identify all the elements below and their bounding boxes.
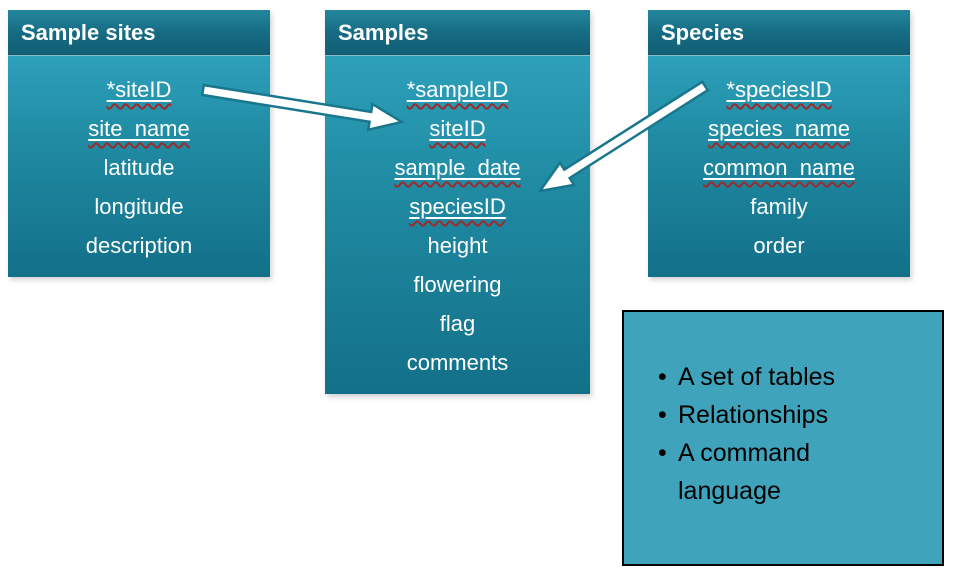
table-samples: Samples *sampleID siteID sample_date spe… [325,10,590,394]
table-samples-body: *sampleID siteID sample_date speciesID h… [325,56,590,394]
field-species-name: species_name [708,116,850,141]
field-speciesid: *speciesID [726,77,832,102]
field-sample-date: sample_date [394,155,521,180]
field-family: family [750,194,808,219]
field-row: flag [325,304,590,343]
summary-bullet-list: A set of tables Relationships A command … [656,358,942,510]
field-row: order [648,226,910,265]
field-row: height [325,226,590,265]
field-row: site_name [8,109,270,148]
field-row: *speciesID [648,70,910,109]
field-longitude: longitude [94,194,184,219]
field-row: flowering [325,265,590,304]
field-row: species_name [648,109,910,148]
table-sample-sites-header: Sample sites [8,10,270,56]
field-row: latitude [8,148,270,187]
table-sample-sites-body: *siteID site_name latitude longitude des… [8,56,270,277]
field-order: order [753,233,805,258]
field-row: family [648,187,910,226]
bullet-command-language: A command language [656,434,856,510]
field-row: comments [325,343,590,382]
field-description: description [85,233,193,258]
field-row: common_name [648,148,910,187]
field-height: height [427,233,488,258]
field-flowering: flowering [413,272,502,297]
table-samples-header: Samples [325,10,590,56]
field-row: sample_date [325,148,590,187]
field-common-name: common_name [703,155,855,180]
field-row: *siteID [8,70,270,109]
table-species-header: Species [648,10,910,56]
table-species-body: *speciesID species_name common_name fami… [648,56,910,277]
field-siteid-fk: siteID [429,116,486,141]
field-row: *sampleID [325,70,590,109]
field-sampleid: *sampleID [406,77,509,102]
field-latitude: latitude [103,155,175,180]
field-site-name: site_name [88,116,190,141]
field-flag: flag [439,311,476,336]
table-species: Species *speciesID species_name common_n… [648,10,910,277]
bullet-set-of-tables: A set of tables [656,358,856,396]
field-row: longitude [8,187,270,226]
table-sample-sites: Sample sites *siteID site_name latitude … [8,10,270,277]
field-comments: comments [406,350,509,375]
field-row: description [8,226,270,265]
field-row: speciesID [325,187,590,226]
summary-box: A set of tables Relationships A command … [622,310,944,566]
field-siteid: *siteID [106,77,172,102]
bullet-relationships: Relationships [656,396,856,434]
field-row: siteID [325,109,590,148]
field-speciesid-fk: speciesID [409,194,506,219]
